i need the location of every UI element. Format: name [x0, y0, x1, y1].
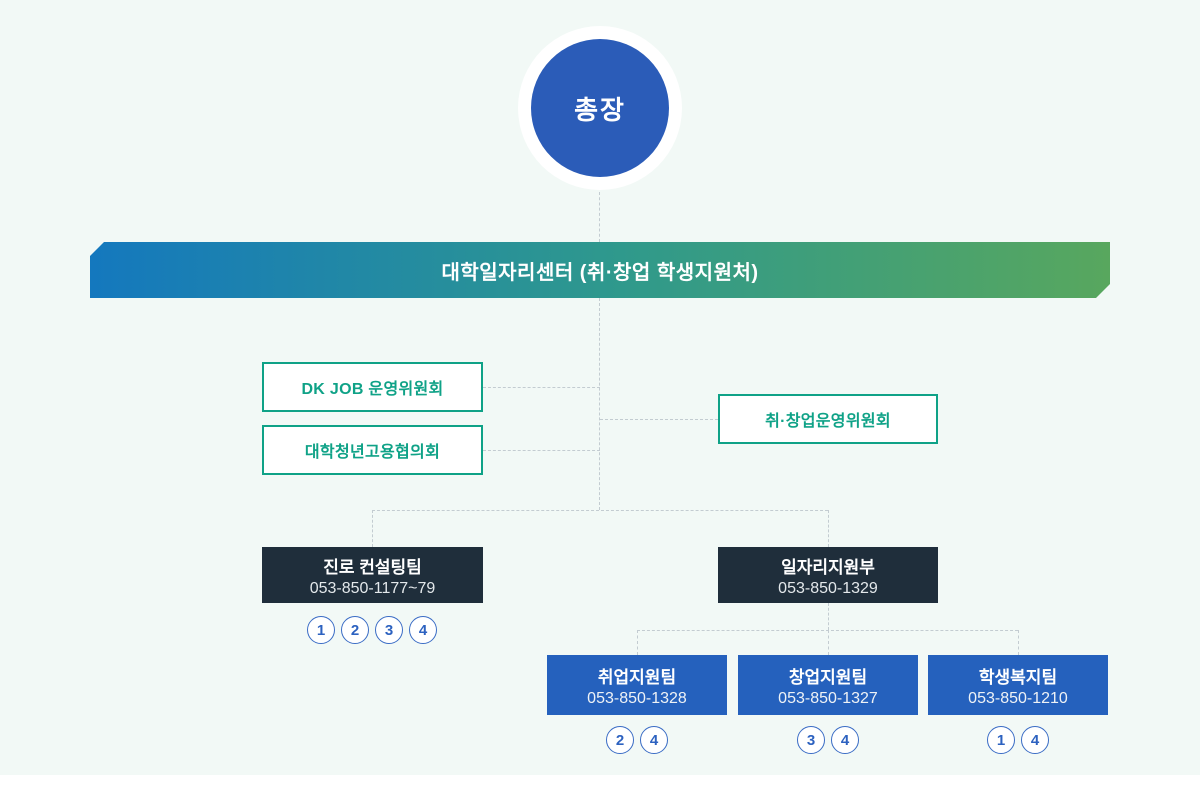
- badge-row-employment-support: 2 4: [606, 726, 668, 754]
- center-banner: 대학일자리센터 (취·창업 학생지원처): [90, 242, 1110, 298]
- team-box-student-welfare: 학생복지팀 053-850-1210: [928, 655, 1108, 715]
- connector-dkjob: [483, 387, 600, 388]
- number-badge: 3: [797, 726, 825, 754]
- number-badge: 1: [987, 726, 1015, 754]
- committee-label-youth-council: 대학청년고용협의회: [304, 444, 441, 461]
- dept-phone-career-consulting: 053-850-1177~79: [309, 579, 436, 597]
- number-badge: 4: [640, 726, 668, 754]
- team-phone-student-welfare: 053-850-1210: [968, 689, 1068, 707]
- committee-label-emp-startup-council: 취·창업운영위원회: [765, 413, 891, 430]
- team-phone-startup-support: 053-850-1327: [778, 689, 878, 707]
- committee-box-youth-council: 대학청년고용협의회: [262, 425, 483, 475]
- team-title-startup-support: 창업지원팀: [788, 667, 868, 687]
- connector-drop-career: [372, 510, 373, 547]
- badge-row-student-welfare: 1 4: [987, 726, 1049, 754]
- number-badge: 2: [606, 726, 634, 754]
- badge-row-career-consulting: 1 2 3 4: [307, 616, 437, 644]
- connector-teams-bar: [637, 630, 1018, 631]
- connector-emp-startup-council: [600, 419, 718, 420]
- dept-box-job-support: 일자리지원부 053-850-1329: [718, 547, 938, 603]
- dept-title-job-support: 일자리지원부: [781, 557, 875, 577]
- team-phone-employment-support: 053-850-1328: [587, 689, 687, 707]
- connector-jobsupport-to-bar: [828, 603, 829, 630]
- connector-drop-employment-team: [637, 630, 638, 655]
- dept-title-career-consulting: 진로 컨설팅팀: [323, 557, 422, 577]
- connector-banner-to-tee: [599, 298, 600, 510]
- connector-youth-council: [483, 450, 600, 451]
- team-box-employment-support: 취업지원팀 053-850-1328: [547, 655, 727, 715]
- number-badge: 2: [341, 616, 369, 644]
- connector-drop-startup-team: [828, 630, 829, 655]
- committee-box-dkjob: DK JOB 운영위원회: [262, 362, 483, 412]
- bottom-white-strip: [0, 775, 1200, 785]
- team-title-student-welfare: 학생복지팀: [978, 667, 1058, 687]
- president-circle: 총장: [531, 39, 669, 177]
- connector-tee-bar: [372, 510, 828, 511]
- connector-president-to-banner: [599, 192, 600, 242]
- team-title-employment-support: 취업지원팀: [597, 667, 677, 687]
- connector-drop-jobsupport: [828, 510, 829, 547]
- president-node: 총장: [518, 26, 682, 190]
- dept-phone-job-support: 053-850-1329: [778, 579, 878, 597]
- connector-drop-welfare-team: [1018, 630, 1019, 655]
- committee-box-emp-startup-council: 취·창업운영위원회: [718, 394, 938, 444]
- dept-box-career-consulting: 진로 컨설팅팀 053-850-1177~79: [262, 547, 483, 603]
- center-banner-label: 대학일자리센터 (취·창업 학생지원처): [441, 261, 759, 284]
- number-badge: 3: [375, 616, 403, 644]
- president-label: 총장: [574, 94, 626, 125]
- team-box-startup-support: 창업지원팀 053-850-1327: [738, 655, 918, 715]
- number-badge: 4: [1021, 726, 1049, 754]
- number-badge: 4: [831, 726, 859, 754]
- number-badge: 4: [409, 616, 437, 644]
- committee-label-dkjob: DK JOB 운영위원회: [301, 381, 444, 398]
- badge-row-startup-support: 3 4: [797, 726, 859, 754]
- number-badge: 1: [307, 616, 335, 644]
